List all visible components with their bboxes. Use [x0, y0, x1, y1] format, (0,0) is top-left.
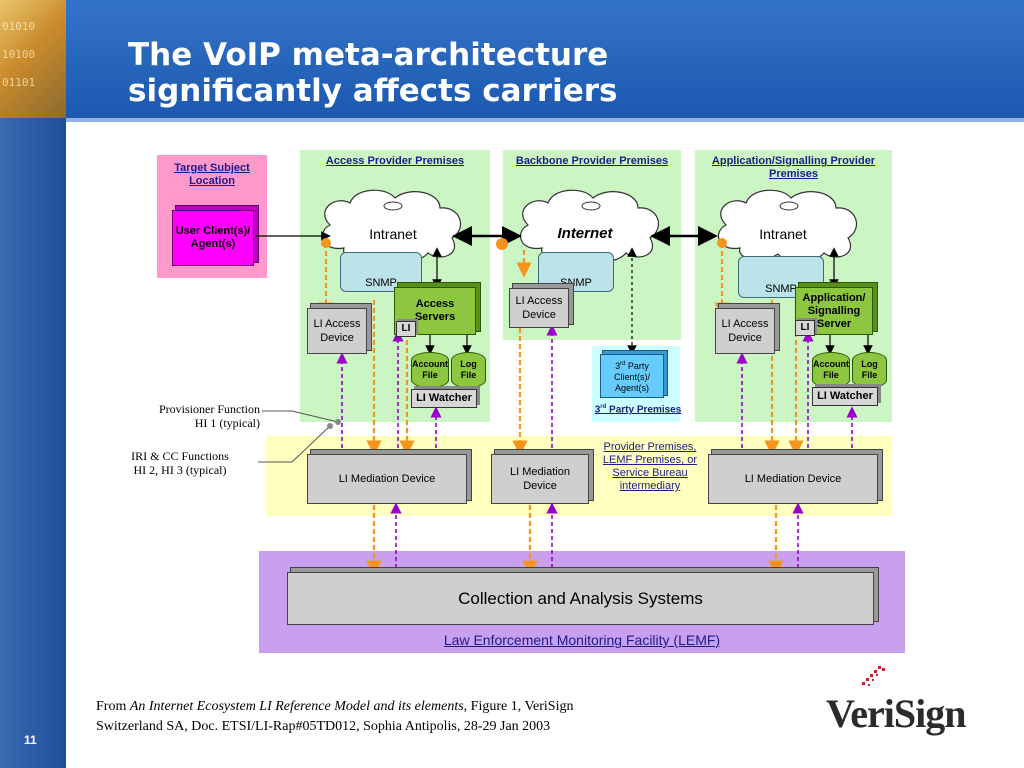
li-mediation-device-left: LI Mediation Device: [307, 454, 467, 504]
li-access-device-access: LI Access Device: [307, 308, 367, 354]
left-sidebar-band: [0, 0, 66, 768]
account-file-access: Account File: [411, 352, 449, 388]
slide-title-line2: significantly affects carriers: [128, 73, 618, 109]
slide-title-line1: The VoIP meta-architecture: [128, 37, 609, 73]
citation: From An Internet Ecosystem LI Reference …: [96, 699, 574, 734]
iri-cc-functions-label: IRI & CC Functions HI 2, HI 3 (typical): [131, 449, 229, 477]
li-access-device-application: LI Access Device: [715, 308, 775, 354]
li-tag-application: LI: [795, 320, 815, 336]
third-party-label: 3rd Party Premises: [594, 404, 682, 416]
lemf-label: Law Enforcement Monitoring Facility (LEM…: [443, 632, 721, 648]
handshake-photo: 01010 10100 01101: [0, 0, 66, 118]
title-band: [66, 0, 1024, 118]
li-watcher-application: LI Watcher: [812, 387, 878, 406]
li-mediation-device-right: LI Mediation Device: [708, 454, 878, 504]
log-file-access: Log File: [451, 352, 486, 388]
verisign-checkmark-icon: [862, 666, 885, 686]
target-subject-label: Target Subject Location: [174, 162, 250, 187]
snmp-backbone: SNMP: [538, 252, 614, 292]
internet-label: Internet: [557, 225, 613, 242]
verisign-logo: VeriSign: [826, 691, 966, 736]
provisioner-function-label: Provisioner Function HI 1 (typical): [159, 402, 260, 430]
intranet-right-label: Intranet: [759, 226, 807, 242]
title-divider: [66, 118, 1024, 122]
li-mediation-device-center: LI Mediation Device: [491, 454, 589, 504]
account-file-application: Account File: [812, 352, 850, 388]
access-provider-label: Access Provider Premises: [325, 155, 465, 167]
application-provider-label: Application/Signalling Provider Premises: [711, 155, 876, 180]
third-party-client-box: 3rd Party Client(s)/ Agent(s): [600, 354, 664, 398]
log-file-application: Log File: [852, 352, 887, 388]
app-signalling-server-box: Application/ Signalling Server: [795, 287, 873, 335]
intranet-left-label: Intranet: [369, 226, 417, 242]
li-access-device-backbone: LI Access Device: [509, 288, 569, 328]
li-watcher-access: LI Watcher: [411, 389, 477, 408]
backbone-provider-label: Backbone Provider Premises: [515, 155, 669, 167]
li-tag-access: LI: [396, 321, 416, 337]
collection-analysis-systems: Collection and Analysis Systems: [287, 572, 874, 625]
provider-premises-note: Provider Premises, LEMF Premises, or Ser…: [602, 441, 698, 492]
snmp-access-provider: SNMP: [340, 252, 422, 292]
user-client-box: User Client(s)/ Agent(s): [172, 210, 254, 266]
page-number: 11: [24, 733, 37, 747]
